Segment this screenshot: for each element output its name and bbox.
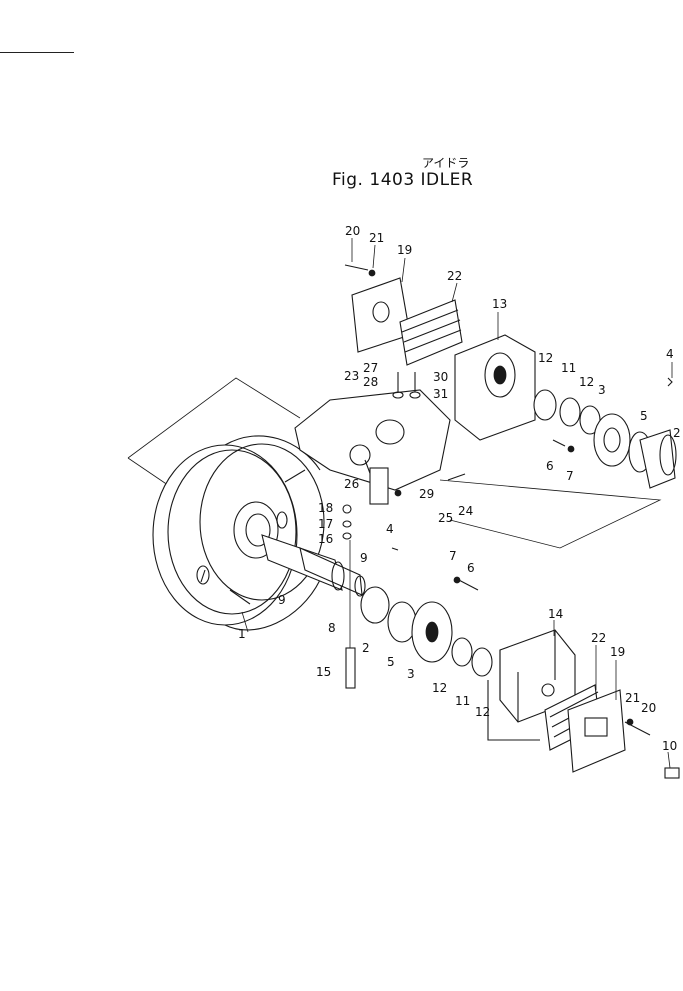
washer-21-lower xyxy=(626,718,634,726)
callout-12-lower-a: 12 xyxy=(432,681,447,695)
callout-26: 26 xyxy=(344,477,359,491)
callout-22-lower: 22 xyxy=(591,631,606,645)
callout-31: 31 xyxy=(433,387,448,401)
cap-2-upper xyxy=(639,429,677,489)
callout-17: 17 xyxy=(318,517,333,531)
bolt-10 xyxy=(664,767,680,779)
plane-outline-upper xyxy=(127,377,301,459)
callout-23: 23 xyxy=(344,369,359,383)
washer-7-lower xyxy=(453,576,461,584)
figure-title: Fig. 1403 IDLER xyxy=(332,170,473,190)
callout-12-lower-b: 12 xyxy=(475,705,490,719)
callout-27: 27 xyxy=(363,361,378,375)
callout-30: 30 xyxy=(433,370,448,384)
leader-lines xyxy=(241,238,673,769)
corner-rule-line xyxy=(0,52,74,53)
callout-13: 13 xyxy=(492,297,507,311)
callout-1: 1 xyxy=(238,627,246,641)
yoke-23 xyxy=(294,389,451,505)
figure-title-japanese: アイドラ xyxy=(422,156,470,170)
callout-22-upper: 22 xyxy=(447,269,462,283)
plate-19-lower xyxy=(567,689,626,773)
bolt-6-upper xyxy=(552,439,566,447)
callout-9-right: 9 xyxy=(360,551,368,565)
plug-4-lower xyxy=(391,547,399,551)
callout-25: 25 xyxy=(438,511,453,525)
callout-3-lower: 3 xyxy=(407,667,415,681)
washer-16 xyxy=(342,532,352,540)
washer-28 xyxy=(392,391,404,399)
lower-hub-group xyxy=(360,586,493,677)
callout-10: 10 xyxy=(662,739,677,753)
ring-12-upper-a xyxy=(533,389,557,421)
plug-4-upper xyxy=(667,377,673,387)
pin-15 xyxy=(345,540,356,689)
callout-18: 18 xyxy=(318,501,333,515)
idler-wheel xyxy=(152,435,325,631)
figure-title-english: IDLER xyxy=(420,170,474,190)
washer-31 xyxy=(409,391,421,399)
callout-21-lower: 21 xyxy=(625,691,640,705)
bolt-20-upper xyxy=(344,264,369,271)
callout-21-upper: 21 xyxy=(369,231,384,245)
washer-17 xyxy=(342,520,352,528)
washer-29 xyxy=(394,489,402,497)
bracket-13 xyxy=(454,334,536,441)
idler-shaft xyxy=(261,534,366,597)
washer-18 xyxy=(342,504,352,514)
callout-5-lower: 5 xyxy=(387,655,395,669)
callout-20-lower: 20 xyxy=(641,701,656,715)
callout-15: 15 xyxy=(316,665,331,679)
callout-5-upper: 5 xyxy=(640,409,648,423)
callout-9-left: 9 xyxy=(278,593,286,607)
callout-2-upper: 2 xyxy=(673,426,681,440)
hub-3-upper xyxy=(593,413,631,467)
shim-stack-22-upper xyxy=(399,299,463,366)
callout-4-lower: 4 xyxy=(386,522,394,536)
plane-outline-right xyxy=(439,479,662,549)
plate-19-upper xyxy=(351,277,411,353)
callout-2-lower: 2 xyxy=(362,641,370,655)
callout-28: 28 xyxy=(363,375,378,389)
callout-12-upper-a: 12 xyxy=(538,351,553,365)
washer-21-upper xyxy=(368,269,376,277)
callout-11-lower: 11 xyxy=(455,694,470,708)
callout-12-upper-b: 12 xyxy=(579,375,594,389)
callout-11-upper: 11 xyxy=(561,361,576,375)
figure-number: 1403 xyxy=(369,170,415,190)
callout-19-lower: 19 xyxy=(610,645,625,659)
washer-7-upper xyxy=(567,445,575,453)
callout-7-upper: 7 xyxy=(566,469,574,483)
seal-11-upper xyxy=(559,397,581,427)
figure-prefix: Fig. xyxy=(332,170,364,190)
bolt-24 xyxy=(447,473,466,481)
callout-20-upper: 20 xyxy=(345,224,360,238)
callout-8: 8 xyxy=(328,621,336,635)
callout-3-upper: 3 xyxy=(598,383,606,397)
callout-4-upper: 4 xyxy=(666,347,674,361)
callout-29: 29 xyxy=(419,487,434,501)
callout-6-upper: 6 xyxy=(546,459,554,473)
callout-16: 16 xyxy=(318,532,333,546)
callout-14: 14 xyxy=(548,607,563,621)
callout-6-lower: 6 xyxy=(467,561,475,575)
callout-19-upper: 19 xyxy=(397,243,412,257)
callout-7-lower: 7 xyxy=(449,549,457,563)
callout-24: 24 xyxy=(458,504,473,518)
